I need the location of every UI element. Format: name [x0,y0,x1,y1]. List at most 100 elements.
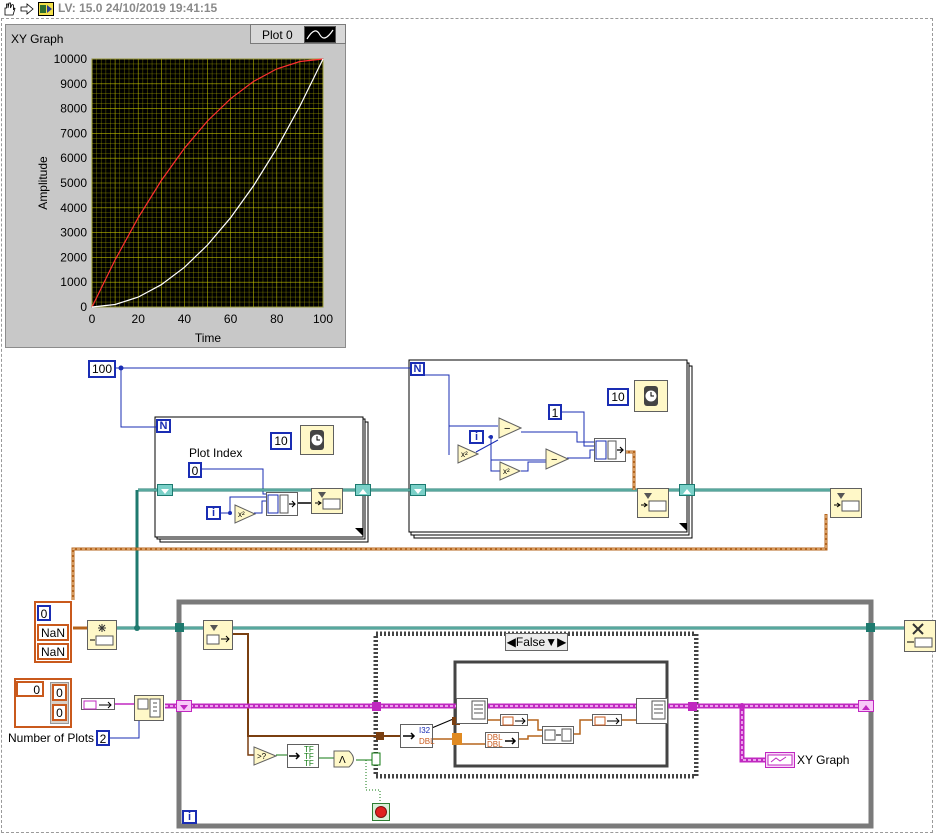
y-tick-label: 10000 [54,52,88,66]
bundle-node-2 [594,438,626,462]
boolean-array-node: TF TF TF [287,744,319,768]
index-array-node-1 [456,698,488,724]
y-tick-label: 3000 [60,226,87,240]
release-queue-node [904,620,936,652]
stop-button[interactable] [372,803,390,821]
y-tick-label: 9000 [60,77,87,91]
obtain-queue-node [87,620,117,650]
while-iteration-terminal: i [182,810,197,824]
labview-icon[interactable] [38,2,54,16]
shift-register-right-2 [679,484,695,496]
svg-text:−: − [504,423,510,435]
wait-ms-constant-1[interactable]: 10 [270,432,292,450]
queue-enqueue-node-3 [830,488,862,518]
array-element-2[interactable]: 0 [52,704,67,721]
array-index-field[interactable]: 0 [16,681,44,697]
toolbar: LV: 15.0 24/10/2019 19:41:15 [0,0,940,18]
loop-count-constant[interactable]: 100 [88,360,116,378]
tf-tag-1: TF [304,745,314,754]
cluster-nan-field-2[interactable]: NaN [37,643,69,660]
legend-swatch-icon [304,26,336,43]
and-array-elements: Λ [333,750,354,768]
graph-title: XY Graph [11,32,64,46]
unbundle-by-name-node: I32 DBL [400,724,435,748]
x-tick-label: 0 [89,312,96,326]
greater-than-function: >? [253,746,277,766]
queue-icon [834,493,860,512]
x-axis-label: Time [195,331,222,345]
case-selector-prev-icon[interactable]: ◀ [506,635,516,649]
hand-icon[interactable] [2,2,16,16]
arrow-icon[interactable] [20,2,34,16]
queue-icon [641,493,667,512]
series-line-0 [91,58,324,308]
release-queue-icon [907,623,933,648]
obtain-queue-icon [90,624,114,646]
number-of-plots-label: Number of Plots [8,731,95,745]
case-selector[interactable]: ◀False▼▶ [505,633,568,651]
x-tick-label: 40 [178,312,192,326]
y-tick-label: 6000 [60,151,87,165]
square-function-3: x² [499,461,521,481]
square-function-1: x² [234,504,256,524]
dequeue-node [203,620,233,650]
y-tick-label: 5000 [60,176,87,190]
shift-register-left-while [176,700,192,712]
one-constant[interactable]: 1 [548,404,562,420]
y-tick-label: 1000 [60,275,87,289]
queue-enqueue-node-1 [311,488,343,514]
y-tick-labels: 0100020003000400050006000700080009000100… [54,52,88,314]
shift-register-left-1 [157,484,173,496]
tf-tag-3: TF [304,759,314,768]
version-label: LV: 15.0 24/10/2019 19:41:15 [58,1,218,15]
inner-sequence [453,660,669,768]
case-selector-next-icon[interactable]: ▼▶ [545,635,567,649]
count-terminal-2: N [410,362,425,376]
subtract-function-2: − [545,448,569,470]
svg-text:x²: x² [461,450,468,459]
convert-node-1 [81,698,115,710]
number-of-plots-control[interactable]: 2 [96,730,110,746]
xy-graph-terminal-label: XY Graph [797,753,850,767]
shift-register-left-2 [410,484,426,496]
index-tag: I32 [419,726,431,735]
x-tick-label: 100 [313,312,333,326]
svg-text:Λ: Λ [339,755,346,766]
shift-register-right-1 [355,484,371,496]
y-axis-label: Amplitude [36,156,50,210]
svg-text:−: − [551,454,557,466]
replace-array-icon [651,700,666,720]
legend-label: Plot 0 [262,28,293,42]
array-element-1[interactable]: 0 [52,684,67,701]
x-tick-label: 20 [132,312,146,326]
unbundle-node-1 [500,714,528,726]
x-tick-label: 80 [270,312,284,326]
build-array-icon [544,728,572,742]
build-array-icon [137,698,161,718]
y-tick-label: 4000 [60,201,87,215]
y-tick-label: 7000 [60,126,87,140]
dbl-tag-2: DBL [487,733,503,742]
svg-text:x²: x² [238,510,245,519]
square-function-2: x² [457,444,479,464]
xy-graph-icon [767,754,793,766]
while-loop[interactable] [176,599,874,829]
y-tick-label: 8000 [60,102,87,116]
iteration-terminal-2: i [469,430,484,444]
dbl-tag-3: DBL [487,740,503,749]
shift-register-right-while [858,700,874,712]
wait-ms-constant-2[interactable]: 10 [607,388,629,406]
cluster-nan-field-1[interactable]: NaN [37,624,69,641]
wait-clock-icon [310,430,324,450]
index-array-icon [471,700,486,720]
plot-index-label: Plot Index [189,446,243,460]
dequeue-icon [206,625,230,645]
plot-index-constant[interactable]: 0 [188,462,202,478]
y-tick-label: 0 [80,300,87,314]
cluster-index-field[interactable]: 0 [37,605,51,621]
wait-clock-icon [644,386,658,406]
queue-icon [315,492,341,510]
xy-graph-terminal[interactable] [765,752,795,768]
